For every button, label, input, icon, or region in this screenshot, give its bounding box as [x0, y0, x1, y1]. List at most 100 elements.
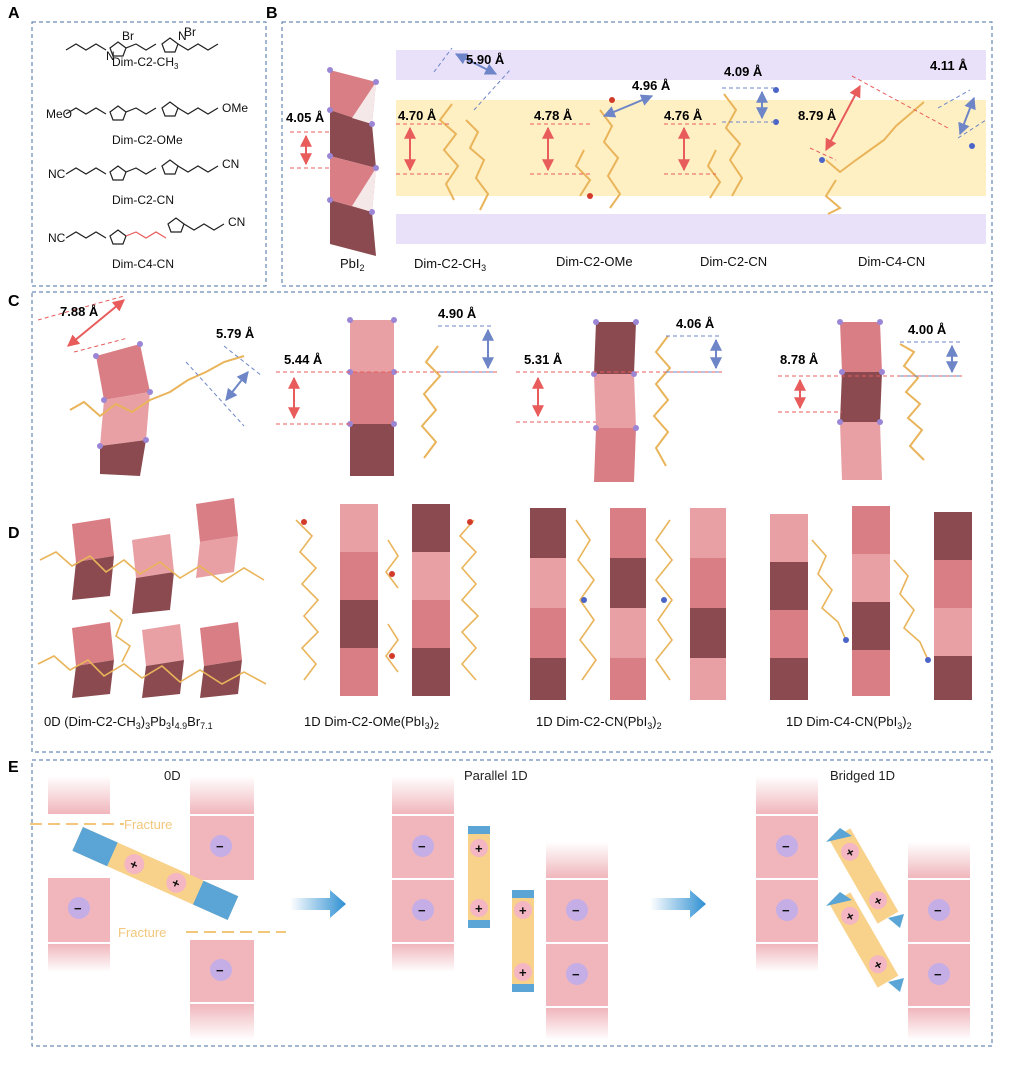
b4-outer-guide-top	[937, 89, 971, 109]
svg-text:−: −	[216, 963, 224, 978]
molecule-dim-c2-ome: MeO OMe Dim-C2-OMe	[46, 101, 248, 147]
b4-outer-label: 4.11 Å	[930, 58, 968, 73]
e-arrow-2	[650, 890, 706, 918]
svg-text:CN: CN	[228, 215, 245, 229]
svg-text:Br: Br	[122, 29, 134, 43]
svg-text:N: N	[178, 29, 187, 43]
svg-text:Br: Br	[184, 25, 196, 39]
b1-outer-label: 5.90 Å	[466, 52, 505, 67]
e-arrow-1	[290, 890, 346, 918]
molecule-dim-c2-cn: NC CN Dim-C2-CN	[48, 157, 239, 207]
b4-inner-label: 8.79 Å	[798, 108, 837, 123]
e-heading-bridged: Bridged 1D	[830, 768, 895, 783]
svg-text:−: −	[934, 903, 942, 918]
c3-chain	[652, 335, 672, 467]
svg-text:−: −	[782, 839, 790, 854]
panel-cd-frame	[31, 291, 993, 753]
panel-a-frame	[31, 21, 267, 287]
c1-right-guide-2	[223, 345, 263, 377]
c3-right-label: 4.06 Å	[676, 316, 715, 331]
b2-outer-arrow	[602, 94, 654, 118]
b4-inner-arrow	[825, 84, 861, 152]
b2-outer-label: 4.96 Å	[632, 78, 671, 93]
b2-inner-label: 4.78 Å	[534, 108, 573, 123]
c2-right-label: 4.90 Å	[438, 306, 477, 321]
d2-caption: 1D Dim-C2-OMe(PbI3)2	[304, 714, 439, 731]
b1-caption: Dim-C2-CH3	[414, 256, 486, 273]
d1-packing	[37, 498, 267, 698]
svg-text:−: −	[934, 967, 942, 982]
b4-caption: Dim-C4-CN	[858, 254, 925, 269]
b3-outer-label: 4.09 Å	[724, 64, 763, 79]
d1-caption: 0D (Dim-C2-CH3)3Pb3I4.9Br7.1	[44, 714, 213, 731]
b3-caption: Dim-C2-CN	[700, 254, 767, 269]
d3-caption: 1D Dim-C2-CN(PbI3)2	[536, 714, 662, 731]
c1-right-label: 5.79 Å	[216, 326, 255, 341]
c4-right-label: 4.00 Å	[908, 322, 947, 337]
molecule-dim-c2-ch3: N N Br Br Dim-C2-CH3	[65, 25, 219, 71]
svg-text:−: −	[74, 901, 82, 916]
b1-outer-guide-2	[473, 69, 511, 111]
svg-text:Fracture: Fracture	[124, 817, 172, 832]
panel-letter-e: E	[8, 759, 19, 776]
b-chain-1	[438, 103, 490, 211]
svg-text:−: −	[216, 839, 224, 854]
svg-text:−: −	[782, 903, 790, 918]
e-bridged-scheme: − − − − + + + +	[756, 776, 970, 1040]
c1-right-arrow	[225, 371, 249, 401]
panel-b-frame	[281, 21, 993, 287]
molecule-name-1: Dim-C2-CH3	[112, 55, 179, 71]
b1-outer-guide-1	[433, 47, 453, 73]
b4-inner-guide-bottom	[809, 147, 837, 161]
svg-text:OMe: OMe	[222, 101, 248, 115]
d2-packing	[295, 504, 480, 696]
b-chain-4	[819, 101, 975, 215]
molecule-name-2: Dim-C2-OMe	[112, 133, 183, 147]
svg-text:−: −	[572, 903, 580, 918]
panel-letter-a: A	[8, 5, 20, 22]
c1-octahedra	[93, 341, 153, 476]
svg-text:NC: NC	[48, 167, 66, 181]
e-heading-0d: 0D	[164, 768, 181, 783]
c1-left-guide-2	[73, 337, 129, 353]
pbi2-caption: PbI2	[340, 256, 365, 273]
panel-e-frame	[31, 759, 993, 1047]
svg-text:+: +	[519, 903, 527, 918]
molecule-name-3: Dim-C2-CN	[112, 193, 174, 207]
panel-letter-b: B	[266, 5, 278, 22]
d3-packing	[530, 508, 726, 700]
c1-chain	[69, 355, 245, 418]
c1-right-guide-1	[185, 361, 245, 427]
b4-outer-arrow	[958, 96, 976, 136]
e-heading-parallel: Parallel 1D	[464, 768, 528, 783]
c2-left-label: 5.44 Å	[284, 352, 323, 367]
c3-left-label: 5.31 Å	[524, 352, 563, 367]
b1-outer-arrow	[454, 53, 498, 75]
e-0d-scheme: − − − Fracture Fracture + +	[30, 776, 286, 1040]
panel-letter-d: D	[8, 525, 20, 542]
inorganic-band-bottom	[396, 214, 986, 244]
b3-inner-label: 4.76 Å	[664, 108, 703, 123]
c4-chain	[899, 343, 925, 461]
b2-caption: Dim-C2-OMe	[556, 254, 633, 269]
c2-chain	[420, 345, 442, 459]
e-parallel-scheme: − − − − + + + +	[392, 776, 608, 1040]
c3-octahedra	[591, 319, 639, 482]
svg-text:Fracture: Fracture	[118, 925, 166, 940]
c4-octahedra	[837, 319, 885, 480]
molecule-name-4: Dim-C4-CN	[112, 257, 174, 271]
c4-left-label: 8.78 Å	[780, 352, 819, 367]
c1-left-label: 7.88 Å	[60, 304, 99, 319]
svg-text:CN: CN	[222, 157, 239, 171]
svg-text:+: +	[475, 841, 483, 856]
svg-text:+: +	[475, 901, 483, 916]
c1-left-arrow	[67, 299, 125, 347]
d4-caption: 1D Dim-C4-CN(PbI3)2	[786, 714, 912, 731]
svg-text:MeO: MeO	[46, 107, 72, 121]
svg-text:N: N	[106, 49, 115, 63]
panel-letter-c: C	[8, 293, 20, 310]
svg-text:+: +	[519, 965, 527, 980]
organic-band	[396, 100, 986, 196]
molecule-dim-c4-cn: NC CN Dim-C4-CN	[48, 215, 245, 271]
svg-text:−: −	[418, 839, 426, 854]
